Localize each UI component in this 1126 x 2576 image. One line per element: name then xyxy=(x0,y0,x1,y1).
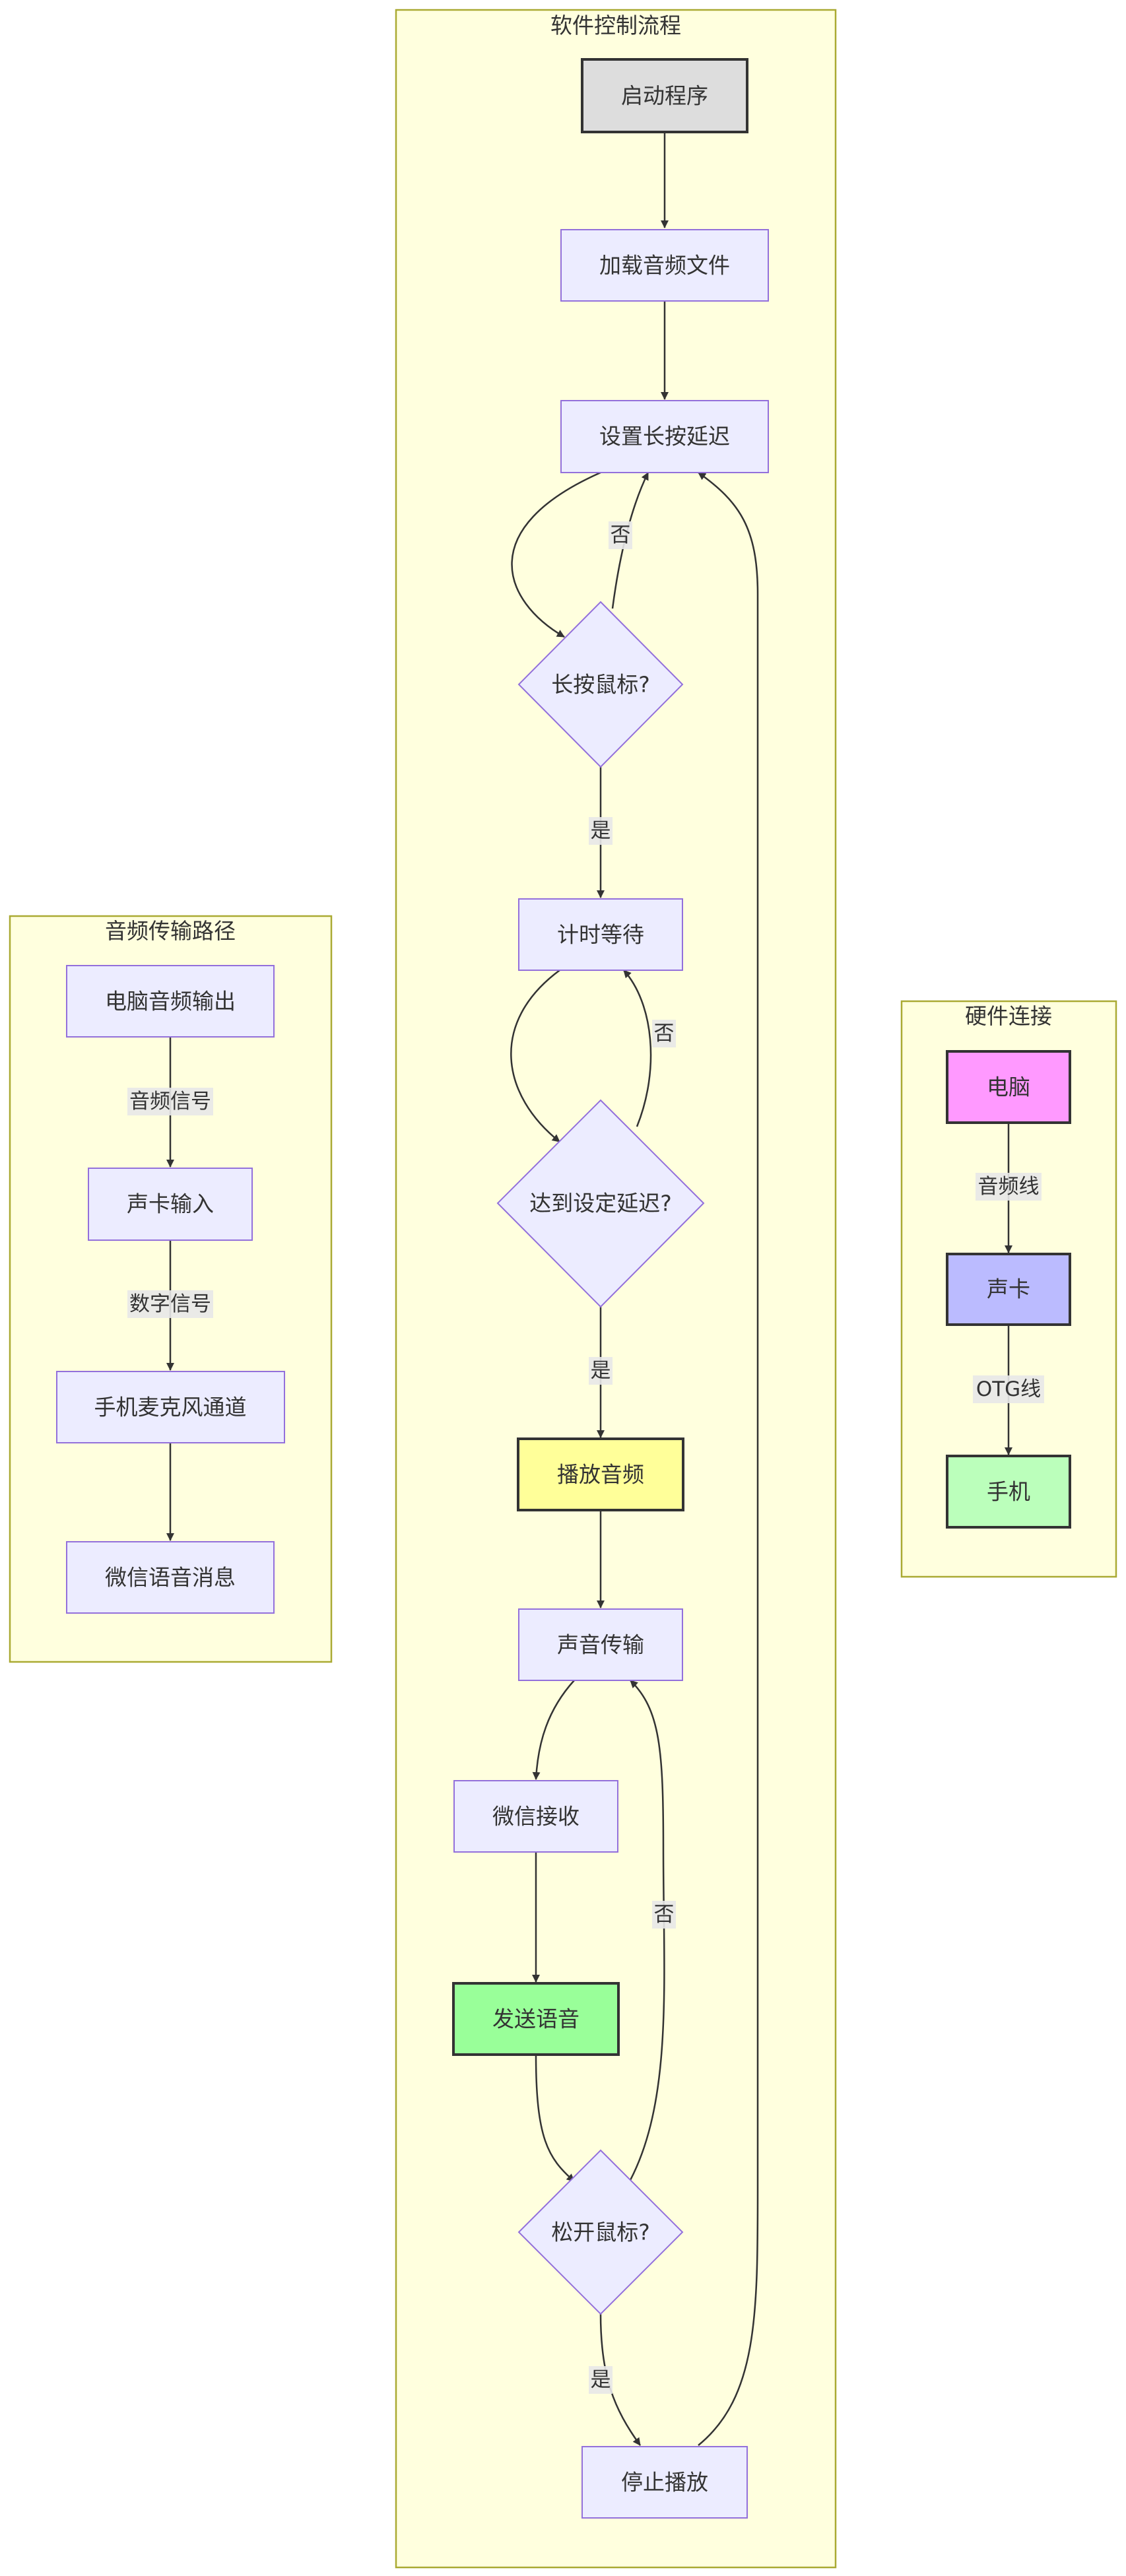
edge-label-no-1: 否 xyxy=(611,523,631,547)
edge-send-release xyxy=(535,2054,575,2182)
node-soundcard-in[interactable]: 声卡输入 xyxy=(88,1168,253,1241)
edge-timer-reach xyxy=(510,969,560,1142)
node-sound-transmit[interactable]: 声音传输 xyxy=(518,1608,683,1681)
edge-label-audio-cable: 音频线 xyxy=(978,1175,1040,1199)
node-timer-wait-label: 计时等待 xyxy=(557,922,644,948)
node-load-audio-label: 加载音频文件 xyxy=(599,253,730,279)
node-long-press-decision[interactable]: 长按鼠标? xyxy=(517,601,684,768)
node-soundcard[interactable]: 声卡 xyxy=(946,1253,1071,1326)
edge-label-digital-signal: 数字信号 xyxy=(129,1292,211,1316)
node-start-label: 启动程序 xyxy=(621,83,708,109)
node-pc-audio-out[interactable]: 电脑音频输出 xyxy=(66,965,275,1038)
node-pc[interactable]: 电脑 xyxy=(946,1050,1071,1124)
cluster-hardware-title: 硬件连接 xyxy=(965,1003,1052,1029)
node-phone[interactable]: 手机 xyxy=(946,1455,1071,1529)
node-send-voice[interactable]: 发送语音 xyxy=(452,1982,620,2056)
node-soundcard-in-label: 声卡输入 xyxy=(127,1191,214,1217)
edge-transmit-receive xyxy=(532,1680,575,1780)
edge-label-yes-1: 是 xyxy=(591,819,611,843)
cluster-audio-path-title: 音频传输路径 xyxy=(105,918,236,944)
edge-release-no xyxy=(628,1680,665,2182)
node-wechat-voice-msg-label: 微信语音消息 xyxy=(105,1565,236,1591)
cluster-software-title: 软件控制流程 xyxy=(550,13,681,38)
edge-stop-setdelay xyxy=(698,471,759,2446)
edge-labels: 否 是 否 是 否 是 音频信号 数字信号 音频线 OTG线 xyxy=(127,521,1044,2394)
node-release-mouse-decision[interactable]: 松开鼠标? xyxy=(517,2149,684,2315)
node-phone-mic-channel[interactable]: 手机麦克风通道 xyxy=(56,1371,285,1443)
node-send-voice-label: 发送语音 xyxy=(492,2006,580,2032)
node-stop-play[interactable]: 停止播放 xyxy=(581,2446,748,2519)
node-wechat-receive[interactable]: 微信接收 xyxy=(453,1780,618,1853)
node-pc-audio-out-label: 电脑音频输出 xyxy=(105,989,236,1014)
node-load-audio[interactable]: 加载音频文件 xyxy=(560,229,769,302)
edge-label-yes-2: 是 xyxy=(591,1359,611,1383)
edge-reach-no xyxy=(623,970,652,1127)
edge-label-audio-signal: 音频信号 xyxy=(129,1090,211,1113)
edges-software xyxy=(510,132,759,2446)
node-phone-mic-label: 手机麦克风通道 xyxy=(94,1395,247,1420)
node-reach-delay-decision[interactable]: 达到设定延迟? xyxy=(496,1099,705,1308)
node-reach-delay-label: 达到设定延迟? xyxy=(529,1191,672,1216)
node-play-audio[interactable]: 播放音频 xyxy=(517,1437,684,1511)
node-release-mouse-label: 松开鼠标? xyxy=(551,2220,650,2245)
node-pc-label: 电脑 xyxy=(987,1074,1030,1100)
edge-label-otg-cable: OTG线 xyxy=(976,1377,1041,1401)
node-wechat-receive-label: 微信接收 xyxy=(492,1804,580,1830)
edge-setdelay-longpress xyxy=(511,471,601,638)
edge-label-no-3: 否 xyxy=(654,1903,675,1927)
node-phone-label: 手机 xyxy=(987,1479,1030,1505)
node-play-audio-label: 播放音频 xyxy=(557,1462,644,1488)
edge-label-yes-3: 是 xyxy=(591,2368,611,2392)
node-stop-play-label: 停止播放 xyxy=(621,2470,708,2495)
node-set-delay[interactable]: 设置长按延迟 xyxy=(560,400,769,473)
node-start[interactable]: 启动程序 xyxy=(581,58,748,133)
node-sound-transmit-label: 声音传输 xyxy=(557,1632,644,1658)
node-timer-wait[interactable]: 计时等待 xyxy=(518,898,683,971)
node-long-press-label: 长按鼠标? xyxy=(551,672,650,698)
node-soundcard-label: 声卡 xyxy=(987,1276,1030,1302)
node-wechat-voice-msg[interactable]: 微信语音消息 xyxy=(66,1541,275,1614)
node-set-delay-label: 设置长按延迟 xyxy=(599,424,730,449)
edge-label-no-2: 否 xyxy=(654,1022,675,1045)
